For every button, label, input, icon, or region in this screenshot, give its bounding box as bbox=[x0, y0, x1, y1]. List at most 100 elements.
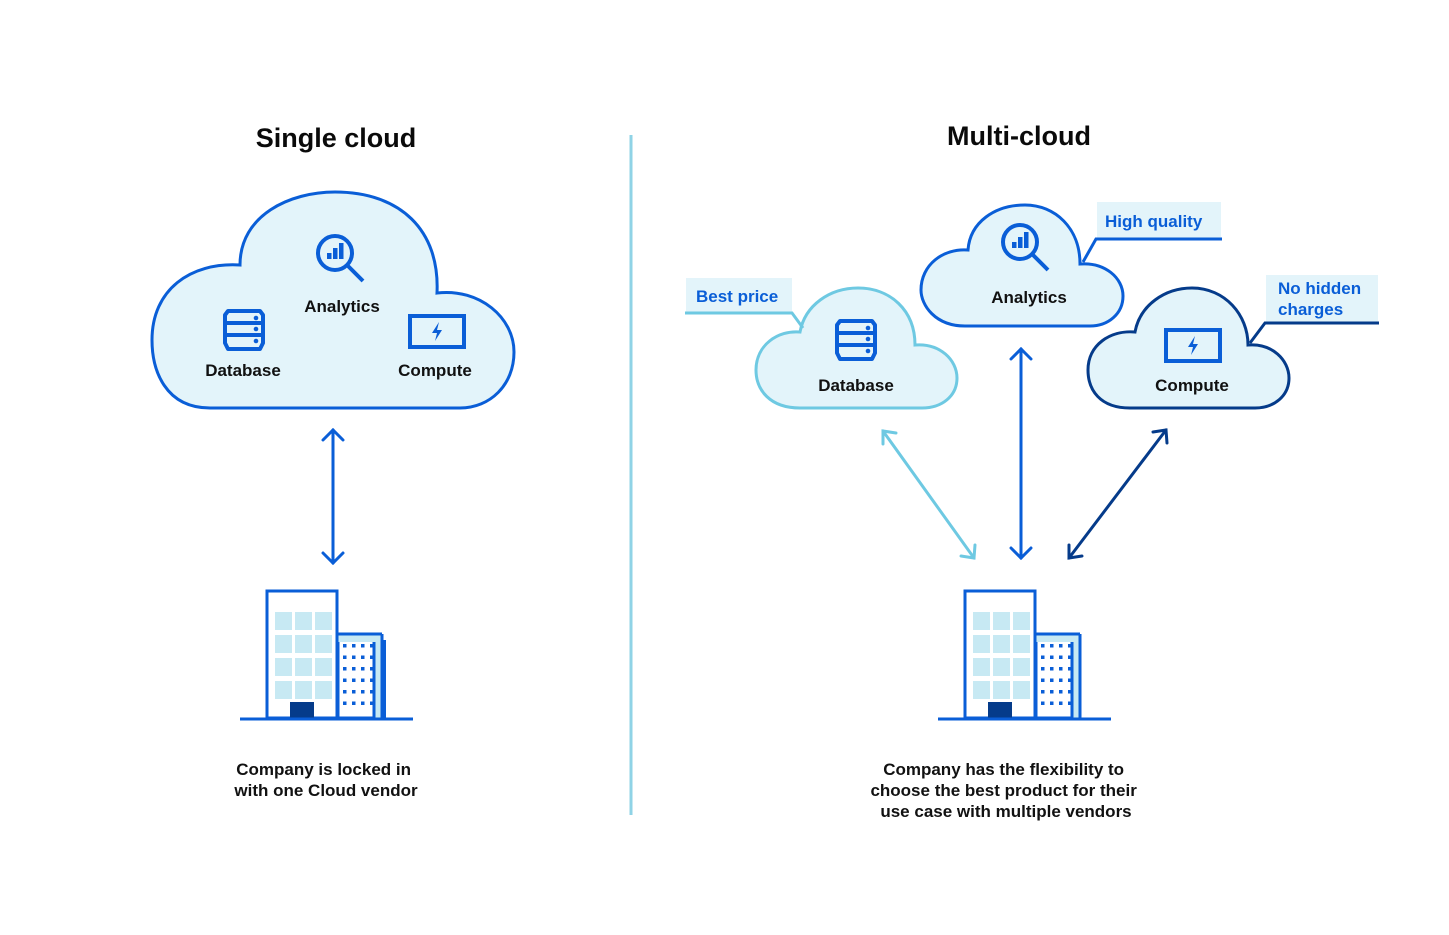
building-window-dot bbox=[1059, 655, 1063, 659]
building-window-dot bbox=[1068, 667, 1072, 671]
building-window-dot bbox=[1041, 701, 1045, 705]
building-window bbox=[1013, 681, 1030, 699]
service-label: Analytics bbox=[304, 297, 380, 316]
svg-text:High quality: High quality bbox=[1105, 212, 1203, 231]
svg-text:No hidden charges: No hidden charges bbox=[1278, 279, 1366, 319]
building-window-dot bbox=[352, 667, 356, 671]
building-window bbox=[993, 681, 1010, 699]
building-window-dot bbox=[1068, 701, 1072, 705]
building-window-dot bbox=[343, 701, 347, 705]
building-window-dot bbox=[1059, 644, 1063, 648]
building-window-dot bbox=[370, 678, 374, 682]
no-hidden-charges-callout: No hidden charges bbox=[1248, 275, 1379, 344]
building-window-dot bbox=[1041, 678, 1045, 682]
building-window-dot bbox=[370, 655, 374, 659]
building-window-dot bbox=[370, 701, 374, 705]
service-label: Database bbox=[818, 376, 894, 395]
building-window bbox=[973, 681, 990, 699]
building-window-dot bbox=[1059, 690, 1063, 694]
building-window-dot bbox=[361, 690, 365, 694]
building-window-dot bbox=[370, 644, 374, 648]
building-window bbox=[1013, 612, 1030, 630]
building-window-dot bbox=[1050, 655, 1054, 659]
svg-text:Best price: Best price bbox=[696, 287, 778, 306]
building-window-dot bbox=[361, 678, 365, 682]
company-building-icon bbox=[240, 589, 413, 721]
company-building-icon bbox=[938, 589, 1111, 721]
building-window bbox=[275, 612, 292, 630]
building-window bbox=[1013, 658, 1030, 676]
building-window-dot bbox=[352, 690, 356, 694]
building-window-dot bbox=[361, 655, 365, 659]
building-window-dot bbox=[1059, 678, 1063, 682]
building-window bbox=[275, 681, 292, 699]
database-cloud: Database Best price bbox=[685, 278, 959, 410]
building-window bbox=[973, 612, 990, 630]
service-label: Compute bbox=[1155, 376, 1229, 395]
cloud-shape bbox=[150, 190, 516, 410]
building-window-dot bbox=[361, 667, 365, 671]
service-label: Analytics bbox=[991, 288, 1067, 307]
building-window-dot bbox=[1068, 678, 1072, 682]
building-window-dot bbox=[343, 667, 347, 671]
single-cloud-caption: Company is locked in with one Cloud vend… bbox=[233, 760, 418, 800]
building-window bbox=[1013, 635, 1030, 653]
building-window-dot bbox=[352, 678, 356, 682]
building-window-dot bbox=[1050, 678, 1054, 682]
building-window-dot bbox=[370, 667, 374, 671]
building-window bbox=[275, 658, 292, 676]
building-window-dot bbox=[1068, 655, 1072, 659]
building-window bbox=[295, 635, 312, 653]
service-label: Compute bbox=[398, 361, 472, 380]
building-window bbox=[973, 658, 990, 676]
building-window bbox=[275, 635, 292, 653]
building-window-dot bbox=[1050, 667, 1054, 671]
building-window-dot bbox=[352, 701, 356, 705]
cloud-shape bbox=[1086, 286, 1291, 410]
building-window bbox=[993, 635, 1010, 653]
building-window bbox=[315, 658, 332, 676]
single-cloud: Analytics Database Compute bbox=[150, 190, 516, 410]
building-window-dot bbox=[1068, 690, 1072, 694]
building-window-dot bbox=[343, 655, 347, 659]
building-window bbox=[315, 681, 332, 699]
building-window bbox=[973, 635, 990, 653]
cloud-shape bbox=[919, 203, 1125, 328]
compute-connection-arrow bbox=[1067, 428, 1169, 560]
single-connection-arrow bbox=[321, 427, 345, 566]
best-price-callout: Best price bbox=[685, 278, 805, 329]
building-window bbox=[315, 612, 332, 630]
building-window-dot bbox=[1041, 644, 1045, 648]
compute-cloud: Compute No hidden charges bbox=[1086, 275, 1379, 410]
building-window-dot bbox=[343, 678, 347, 682]
multi-cloud-title: Multi-cloud bbox=[947, 121, 1091, 151]
single-cloud-title: Single cloud bbox=[256, 123, 417, 153]
analytics-connection-arrow bbox=[1009, 346, 1033, 561]
building-window-dot bbox=[343, 690, 347, 694]
building-window-dot bbox=[1050, 690, 1054, 694]
database-connection-arrow bbox=[881, 429, 977, 560]
building-window-dot bbox=[361, 644, 365, 648]
building-window-dot bbox=[1050, 701, 1054, 705]
building-window-dot bbox=[1041, 655, 1045, 659]
building-window-dot bbox=[370, 690, 374, 694]
high-quality-callout: High quality bbox=[1081, 202, 1222, 263]
building-window bbox=[315, 635, 332, 653]
building-window bbox=[295, 612, 312, 630]
building-window-dot bbox=[361, 701, 365, 705]
building-window-dot bbox=[1041, 690, 1045, 694]
building-window-dot bbox=[343, 644, 347, 648]
building-window bbox=[295, 658, 312, 676]
building-window-dot bbox=[1041, 667, 1045, 671]
analytics-cloud: Analytics High quality bbox=[919, 202, 1222, 328]
building-window-dot bbox=[1059, 667, 1063, 671]
building-window-dot bbox=[1050, 644, 1054, 648]
building-window-dot bbox=[1068, 644, 1072, 648]
building-window bbox=[993, 612, 1010, 630]
building-window bbox=[993, 658, 1010, 676]
multi-cloud-caption: Company has the flexibility to choose th… bbox=[870, 760, 1141, 821]
service-label: Database bbox=[205, 361, 281, 380]
building-window bbox=[295, 681, 312, 699]
cloud-shape bbox=[754, 286, 959, 410]
